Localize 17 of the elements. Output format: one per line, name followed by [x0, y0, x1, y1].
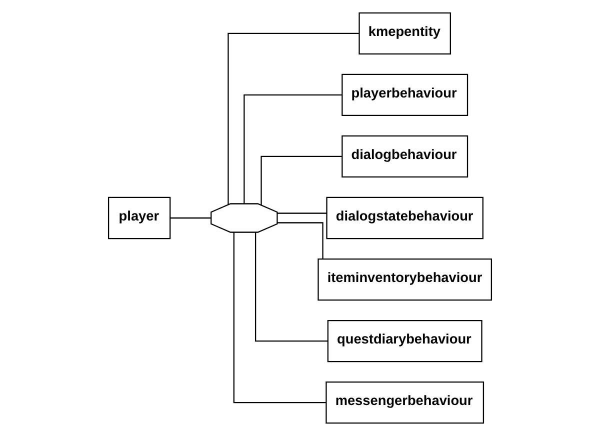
connector [228, 32, 359, 205]
node-box: dialogbehaviour [342, 135, 468, 178]
connector [255, 232, 328, 342]
connector [260, 156, 342, 205]
node-box: player [108, 196, 171, 240]
node-box: iteminventorybehaviour [318, 258, 492, 301]
connector [233, 232, 326, 404]
connector [278, 222, 324, 259]
connector [277, 212, 327, 214]
node-box: messengerbehaviour [326, 382, 484, 424]
connector [244, 94, 342, 204]
node-box: kmepentity [358, 12, 451, 54]
node-box: playerbehaviour [342, 74, 468, 116]
connector [170, 217, 211, 219]
node-box: dialogstatebehaviour [326, 196, 484, 240]
node-box: questdiarybehaviour [327, 320, 482, 362]
node-octagon [210, 203, 278, 233]
